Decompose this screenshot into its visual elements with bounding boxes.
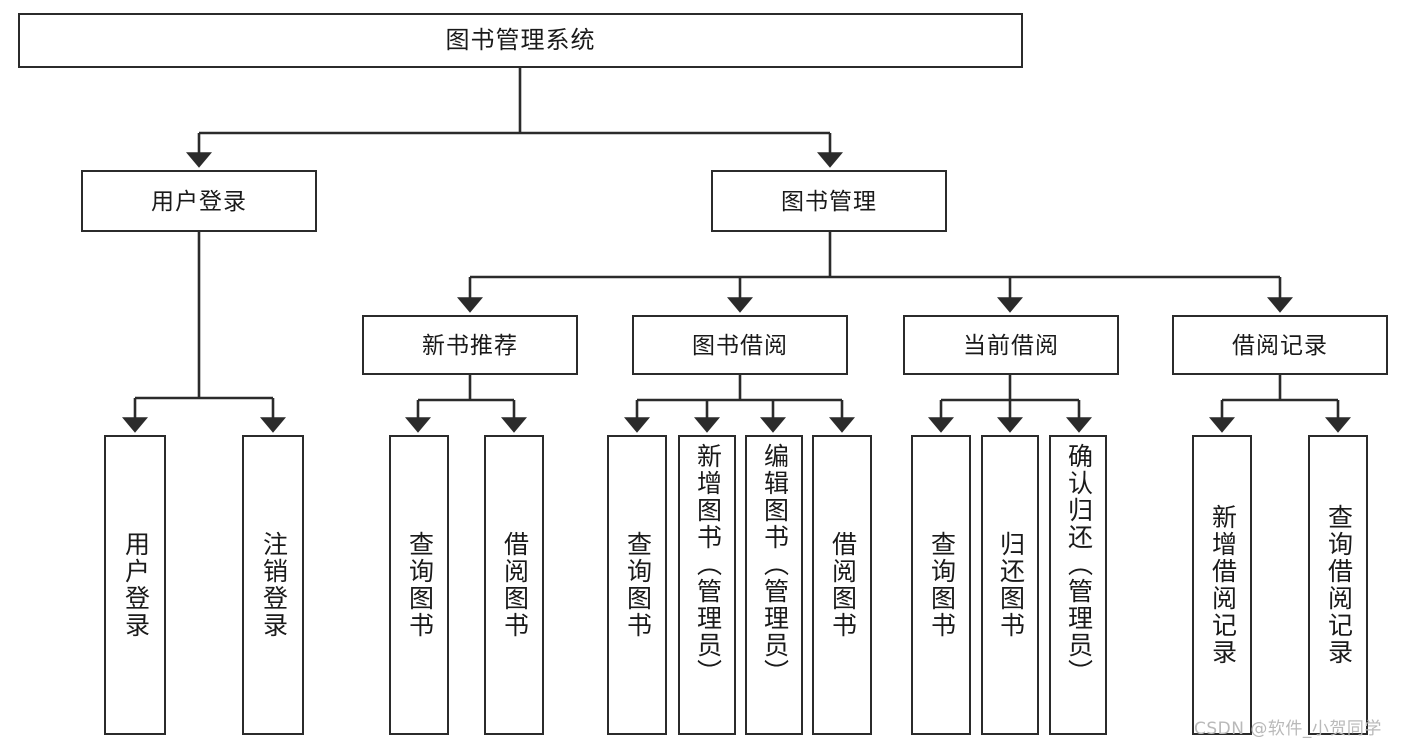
node-book-management[interactable]: 图书管理 [711, 170, 947, 232]
leaf-new-book-borrow-book[interactable]: 借阅图书 [484, 435, 544, 735]
node-label: 新书推荐 [422, 331, 518, 358]
node-label: 用户登录 [121, 531, 150, 639]
leaf-new-book-query-book[interactable]: 查询图书 [389, 435, 449, 735]
node-label: 当前借阅 [963, 331, 1059, 358]
node-label: 图书管理系统 [445, 26, 596, 54]
node-label: 注销登录 [259, 531, 288, 639]
node-label: 归还图书 [996, 531, 1025, 639]
node-user-login[interactable]: 用户登录 [81, 170, 317, 232]
node-borrow-record[interactable]: 借阅记录 [1172, 315, 1388, 375]
node-root-book-management-system[interactable]: 图书管理系统 [18, 13, 1023, 68]
leaf-current-borrow-return-book[interactable]: 归还图书 [981, 435, 1039, 735]
leaf-book-borrow-add-book-admin[interactable]: 新增图书（管理员） [678, 435, 736, 735]
node-label: 图书借阅 [692, 331, 788, 358]
node-label: 借阅图书 [500, 531, 529, 639]
node-label: 图书管理 [781, 187, 877, 214]
node-label: 确认归还（管理员） [1064, 443, 1093, 686]
node-label: 借阅图书 [828, 531, 857, 639]
node-label: 查询借阅记录 [1324, 504, 1353, 666]
node-label: 用户登录 [151, 187, 247, 214]
node-label: 借阅记录 [1232, 331, 1328, 358]
csdn-watermark: CSDN @软件_小贺同学 [1194, 719, 1382, 739]
leaf-borrow-record-query-record[interactable]: 查询借阅记录 [1308, 435, 1368, 735]
node-label: 编辑图书（管理员） [760, 443, 789, 686]
node-current-borrow[interactable]: 当前借阅 [903, 315, 1119, 375]
node-label: 新增图书（管理员） [693, 443, 722, 686]
leaf-book-borrow-edit-book-admin[interactable]: 编辑图书（管理员） [745, 435, 803, 735]
node-label: 查询图书 [623, 531, 652, 639]
leaf-borrow-record-add-record[interactable]: 新增借阅记录 [1192, 435, 1252, 735]
leaf-book-borrow-borrow-book[interactable]: 借阅图书 [812, 435, 872, 735]
node-label: 查询图书 [927, 531, 956, 639]
node-new-book-recommend[interactable]: 新书推荐 [362, 315, 578, 375]
node-book-borrow[interactable]: 图书借阅 [632, 315, 848, 375]
leaf-user-login-logout[interactable]: 注销登录 [242, 435, 304, 735]
leaf-current-borrow-confirm-return-admin[interactable]: 确认归还（管理员） [1049, 435, 1107, 735]
leaf-current-borrow-query-book[interactable]: 查询图书 [911, 435, 971, 735]
leaf-user-login-login[interactable]: 用户登录 [104, 435, 166, 735]
node-label: 新增借阅记录 [1208, 504, 1237, 666]
leaf-book-borrow-query-book[interactable]: 查询图书 [607, 435, 667, 735]
node-label: 查询图书 [405, 531, 434, 639]
